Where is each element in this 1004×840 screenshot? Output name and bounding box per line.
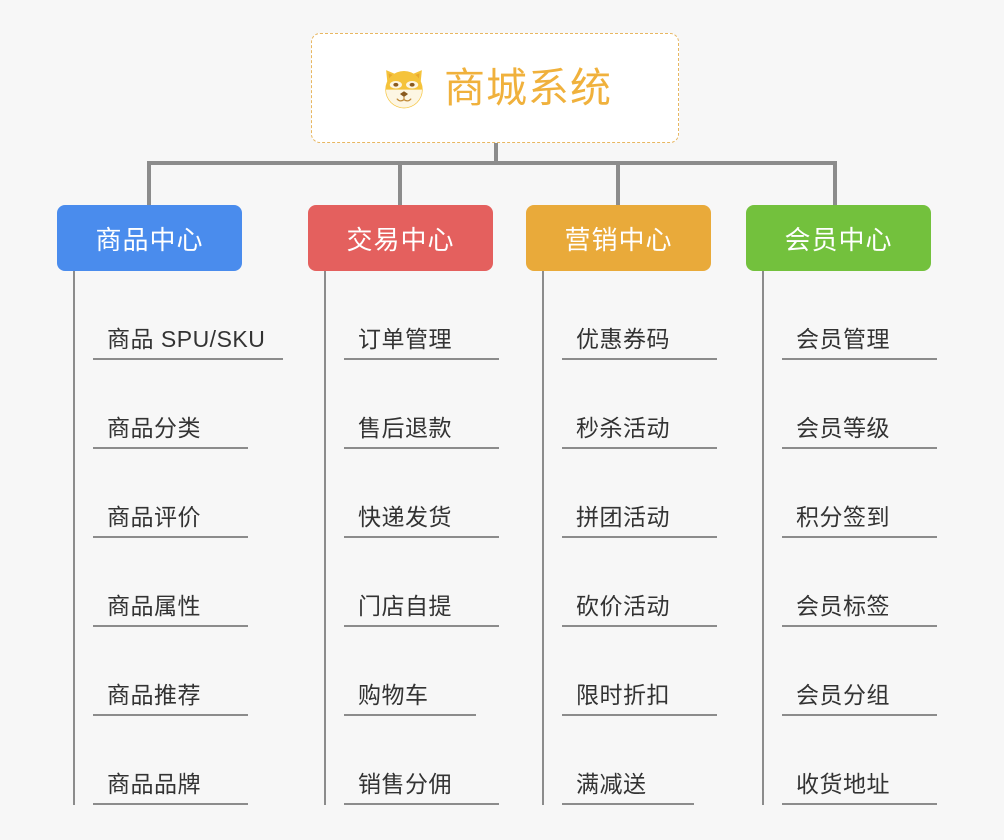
shiba-dog-icon [378,62,430,114]
leaf-label: 商品分类 [107,414,201,441]
leaf-label: 拼团活动 [576,503,670,530]
leaf-label: 商品推荐 [107,681,201,708]
category-label: 会员中心 [784,224,893,255]
list-item[interactable]: 会员等级 [782,360,937,449]
leaf-label: 订单管理 [358,325,452,352]
list-item[interactable]: 商品 SPU/SKU [93,271,283,360]
list-item[interactable]: 收货地址 [782,716,937,805]
leaf-label: 积分签到 [796,503,890,530]
leaf-label: 秒杀活动 [576,414,670,441]
leaf-list-marketing: 优惠券码 秒杀活动 拼团活动 砍价活动 限时折扣 满减送 [542,271,717,805]
list-item[interactable]: 商品品牌 [93,716,248,805]
category-header-marketing[interactable]: 营销中心 [526,205,711,271]
list-item[interactable]: 优惠券码 [562,271,717,360]
category-header-product[interactable]: 商品中心 [57,205,242,271]
leaf-label: 会员等级 [796,414,890,441]
list-item[interactable]: 商品属性 [93,538,248,627]
category-label: 商品中心 [95,224,204,255]
leaf-label: 快递发货 [358,503,452,530]
connector-drop-4 [833,161,837,205]
leaf-label: 砍价活动 [576,592,670,619]
leaf-label: 会员分组 [796,681,890,708]
branch-column-marketing: 营销中心 优惠券码 秒杀活动 拼团活动 砍价活动 限时折扣 满减送 [526,205,717,805]
list-item[interactable]: 售后退款 [344,360,499,449]
list-item[interactable]: 商品评价 [93,449,248,538]
leaf-label: 购物车 [358,681,429,708]
leaf-label: 会员管理 [796,325,890,352]
leaf-label: 限时折扣 [576,681,670,708]
list-item[interactable]: 购物车 [344,627,476,716]
list-item[interactable]: 拼团活动 [562,449,717,538]
branch-column-member: 会员中心 会员管理 会员等级 积分签到 会员标签 会员分组 收货地址 [746,205,937,805]
list-item[interactable]: 积分签到 [782,449,937,538]
list-item[interactable]: 门店自提 [344,538,499,627]
branch-column-trade: 交易中心 订单管理 售后退款 快递发货 门店自提 购物车 销售分佣 [308,205,499,805]
connector-drop-2 [398,161,402,205]
list-item[interactable]: 快递发货 [344,449,499,538]
leaf-label: 商品属性 [107,592,201,619]
leaf-list-product: 商品 SPU/SKU 商品分类 商品评价 商品属性 商品推荐 商品品牌 [73,271,283,805]
leaf-label: 满减送 [576,770,647,797]
list-item[interactable]: 订单管理 [344,271,499,360]
leaf-label: 售后退款 [358,414,452,441]
category-label: 交易中心 [346,224,455,255]
leaf-label: 商品品牌 [107,770,201,797]
list-item[interactable]: 商品分类 [93,360,248,449]
leaf-label: 收货地址 [796,770,890,797]
list-item[interactable]: 销售分佣 [344,716,499,805]
list-item[interactable]: 限时折扣 [562,627,717,716]
leaf-list-member: 会员管理 会员等级 积分签到 会员标签 会员分组 收货地址 [762,271,937,805]
list-item[interactable]: 会员管理 [782,271,937,360]
leaf-label: 销售分佣 [358,770,452,797]
root-title: 商城系统 [444,64,612,111]
connector-drop-3 [616,161,620,205]
leaf-list-trade: 订单管理 售后退款 快递发货 门店自提 购物车 销售分佣 [324,271,499,805]
list-item[interactable]: 会员标签 [782,538,937,627]
category-header-member[interactable]: 会员中心 [746,205,931,271]
leaf-label: 商品 SPU/SKU [107,325,266,352]
leaf-label: 优惠券码 [576,325,670,352]
leaf-label: 会员标签 [796,592,890,619]
root-node[interactable]: 商城系统 [311,33,679,143]
category-label: 营销中心 [564,224,673,255]
list-item[interactable]: 会员分组 [782,627,937,716]
list-item[interactable]: 满减送 [562,716,694,805]
list-item[interactable]: 秒杀活动 [562,360,717,449]
connector-root-stem [494,143,498,164]
connector-drop-1 [147,161,151,205]
connector-horizontal-bus [147,161,837,165]
list-item[interactable]: 砍价活动 [562,538,717,627]
leaf-label: 商品评价 [107,503,201,530]
category-header-trade[interactable]: 交易中心 [308,205,493,271]
list-item[interactable]: 商品推荐 [93,627,248,716]
leaf-label: 门店自提 [358,592,452,619]
branch-column-product: 商品中心 商品 SPU/SKU 商品分类 商品评价 商品属性 商品推荐 商品品牌 [57,205,283,805]
